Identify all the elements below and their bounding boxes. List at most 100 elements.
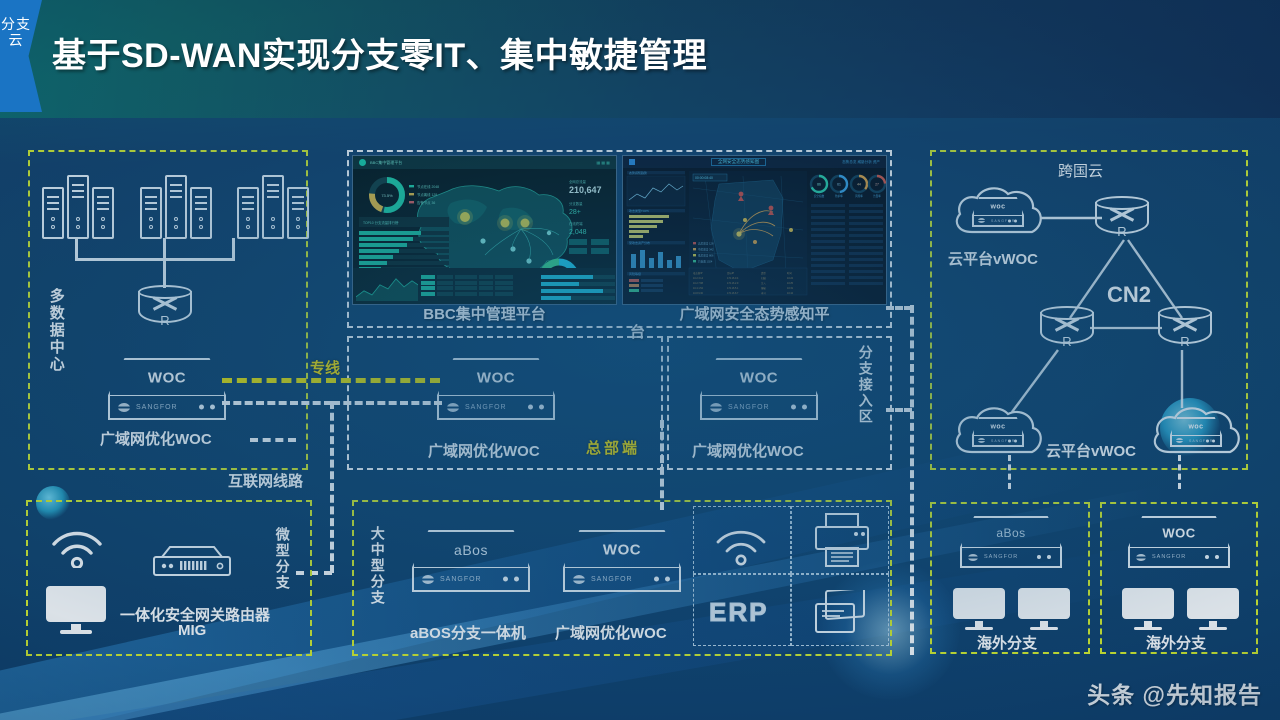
zone-datacenter-label: 多数据中心 (47, 288, 65, 373)
monitor-icon (953, 588, 1005, 631)
svg-text:28+: 28+ (569, 209, 581, 216)
router-label: R (1062, 334, 1072, 349)
svg-text:类型: 类型 (761, 271, 766, 275)
appliance-woc-hq: WOC SANGFOR (437, 358, 555, 420)
appliance-woc-overseas: WOC SANGFOR (1128, 516, 1230, 568)
link-internet-to-micro-branch (296, 571, 332, 575)
svg-text:受攻击资产分布: 受攻击资产分布 (629, 240, 650, 245)
appliance-name: woc (990, 203, 1006, 211)
appliance-name: woc (1188, 423, 1204, 431)
server-icon (140, 187, 162, 239)
appliance-name: WOC (602, 541, 642, 559)
appliance-woc-in-cloud: woc SANGFOR (1170, 417, 1222, 447)
svg-text:告警节点 36: 告警节点 36 (417, 200, 435, 205)
monitor-icon (1122, 588, 1174, 631)
zone-overseas-right-label: 海外分支 (1146, 635, 1207, 652)
dashboard-bbc[interactable]: BBC集中管理平台 ▦ ▦ ▦ (352, 155, 617, 305)
dashboard-bbc-title: BBC集中管理平台 (370, 159, 403, 165)
link-hq-to-branch-vertical (660, 420, 664, 510)
zone-micro-branch-device-label-1: 一体化安全网关路由器 (120, 607, 271, 624)
svg-text:在线终端: 在线终端 (569, 221, 583, 226)
zone-medium-large-branch-label: 大中型分支 (369, 526, 386, 606)
zone-branch-access-label: 分支接入区 (857, 345, 874, 425)
glow-dot-left (36, 486, 70, 520)
appliance-name: aBos (454, 542, 488, 559)
cloud-vwoc-bottom-left: woc SANGFOR (950, 402, 1046, 460)
svg-text:分支数量: 分支数量 (569, 201, 583, 206)
svg-text:时间: 时间 (787, 271, 792, 275)
appliance-woc-in-cloud: woc SANGFOR (972, 197, 1024, 227)
server-icon (42, 187, 64, 239)
zone-overseas-left (930, 502, 1090, 654)
appliance-abos-branch-label: aBOS分支一体机 (410, 625, 526, 642)
printer-icon (812, 512, 872, 568)
router-label: R (160, 313, 170, 328)
link-branch-access-stub-top (886, 306, 912, 310)
svg-text:态势感知趋势: 态势感知趋势 (629, 170, 647, 175)
svg-text:10:31: 10:31 (787, 287, 794, 290)
appliance-name: WOC (476, 369, 516, 387)
appliance-name: woc (990, 423, 1006, 431)
dashboard-security[interactable]: 全网安全态势感知图 态势总览 威胁分析 资产 态势感知趋势 攻击类型TOP5 受… (622, 155, 887, 305)
appliance-woc-in-cloud: woc SANGFOR (972, 417, 1024, 447)
router-cn2-top: R (1095, 196, 1149, 240)
monitor-icon (1187, 588, 1239, 631)
svg-text:10.4.1.52: 10.4.1.52 (693, 287, 704, 290)
server-icon (92, 187, 114, 239)
svg-text:10:25: 10:25 (787, 282, 794, 285)
link-cloud-to-overseas-right (1178, 455, 1181, 489)
link-dedicated-line (222, 378, 440, 383)
svg-text:172.16.5.1: 172.16.5.1 (727, 287, 739, 290)
bus-line-right-riser (232, 238, 235, 260)
server-icon (237, 187, 259, 239)
link-dedicated-line-label: 专线 (310, 360, 341, 377)
dashboard-bbc-header: BBC集中管理平台 ▦ ▦ ▦ (353, 156, 616, 169)
zone-micro-branch (26, 500, 312, 656)
monitor-icon (1018, 588, 1070, 631)
erp-label: ERP (708, 597, 769, 628)
documents-icon (812, 587, 874, 636)
wifi-icon (48, 522, 106, 570)
server-group-3 (237, 175, 309, 239)
cloud-vwoc-top: woc SANGFOR (950, 182, 1046, 240)
svg-text:防护率: 防护率 (835, 194, 843, 198)
zone-overseas-left-label: 海外分支 (977, 635, 1038, 652)
appliance-woc-branch: WOC SANGFOR (563, 530, 681, 592)
link-internet-line-label: 互联网线路 (228, 473, 304, 490)
dashboard-bbc-caption: BBC集中管理平台 (423, 306, 546, 323)
server-icon (190, 187, 212, 239)
wifi-icon (712, 522, 770, 566)
cn2-backbone-label: CN2 (1107, 282, 1152, 307)
svg-text:扫描: 扫描 (761, 276, 766, 280)
svg-text:节点在线 2048: 节点在线 2048 (417, 184, 439, 189)
svg-text:中危攻击 342: 中危攻击 342 (698, 247, 714, 251)
svg-text:安全指数: 安全指数 (814, 194, 825, 198)
page-title: 基于SD-WAN实现分支零IT、集中敏捷管理 (52, 37, 708, 75)
zone-hq-dashboards (347, 150, 892, 328)
svg-text:172.16.0.4: 172.16.0.4 (727, 277, 739, 280)
zone-micro-branch-label: 微型分支 (274, 527, 291, 591)
section-tag: 分支云 (0, 0, 42, 112)
svg-text:节点离线 128: 节点离线 128 (417, 192, 437, 197)
svg-text:10:44: 10:44 (787, 292, 794, 295)
zone-overseas-right (1100, 502, 1258, 654)
svg-text:172.16.2.9: 172.16.2.9 (727, 282, 739, 285)
svg-text:低危攻击 806: 低危攻击 806 (698, 253, 714, 257)
appliance-name: WOC (1162, 525, 1196, 541)
svg-text:注入: 注入 (761, 281, 766, 285)
appliance-name: WOC (739, 369, 779, 387)
appliance-name: aBos (996, 526, 1026, 541)
section-tag-label: 分支云 (1, 16, 31, 49)
svg-text:73.5%: 73.5% (381, 193, 393, 198)
zone-transnational-cloud (930, 150, 1248, 470)
svg-text:10.2.7.88: 10.2.7.88 (693, 282, 704, 285)
svg-text:10.2.3.14: 10.2.3.14 (693, 277, 704, 280)
svg-text:风险率: 风险率 (855, 194, 863, 198)
svg-text:攻击源IP: 攻击源IP (693, 271, 703, 275)
appliance-woc-datacenter-label: 广域网优化WOC (100, 431, 212, 448)
router-mig-icon (148, 545, 236, 585)
link-internet-horizontal-2 (332, 401, 442, 405)
svg-text:全网总流量: 全网总流量 (569, 179, 587, 184)
office-cell-printer (791, 506, 889, 574)
svg-text:61: 61 (837, 183, 841, 187)
